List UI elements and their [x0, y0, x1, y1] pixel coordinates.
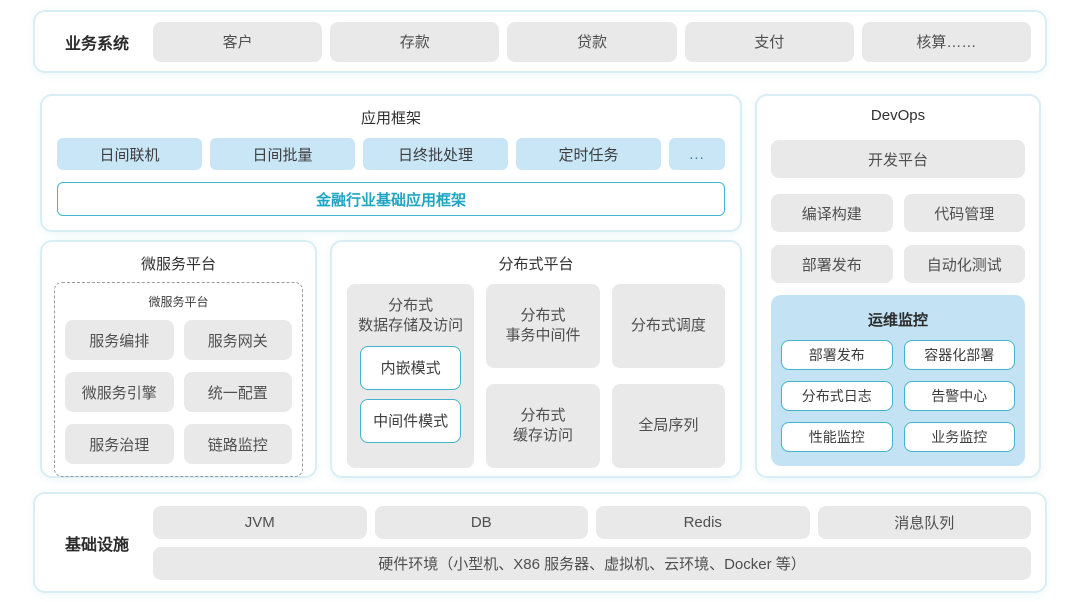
- storage-heading-line2: 数据存储及访问: [358, 317, 464, 335]
- infra-item-jvm: JVM: [153, 505, 367, 539]
- micro-item-unified-config: 统一配置: [183, 372, 292, 412]
- cell-line: 分布式: [520, 406, 566, 424]
- cell-line: 全局序列: [638, 416, 699, 434]
- monitor-item-deploy-release: 部署发布: [781, 340, 893, 370]
- microservice-inner-title: 微服务平台: [148, 295, 209, 309]
- appfw-item-eod-batch: 日终批处理: [363, 138, 508, 170]
- distributed-col-middle: 分布式 事务中间件 分布式 缓存访问: [486, 284, 600, 468]
- appfw-item-more: ...: [669, 138, 725, 170]
- devops-dev-platform: 开发平台: [771, 140, 1025, 178]
- devops-tool-code-mgmt: 代码管理: [903, 194, 1025, 232]
- appfw-item-scheduled-task: 定时任务: [516, 138, 661, 170]
- dist-cell-cache-access: 分布式 缓存访问: [486, 384, 600, 468]
- infrastructure-label: 基础设施: [64, 536, 129, 554]
- business-item-deposit: 存款: [330, 21, 500, 62]
- business-item-customer: 客户: [153, 21, 323, 62]
- monitor-item-performance: 性能监控: [781, 422, 893, 452]
- microservice-panel: 微服务平台 微服务平台 服务编排 服务网关 微服务引擎 统一配置 服务治理 链路…: [40, 240, 317, 478]
- business-item-payment: 支付: [684, 21, 854, 62]
- devops-title: DevOps: [870, 107, 926, 124]
- micro-item-gateway: 服务网关: [183, 320, 292, 360]
- micro-item-orchestration: 服务编排: [65, 320, 174, 360]
- micro-item-engine: 微服务引擎: [65, 372, 174, 412]
- cell-line: 缓存访问: [512, 427, 573, 444]
- ops-monitoring-grid: 部署发布 容器化部署 分布式日志 告警中心 性能监控 业务监控: [781, 340, 1015, 452]
- infra-item-redis: Redis: [596, 505, 810, 539]
- micro-item-trace-monitor: 链路监控: [183, 424, 292, 464]
- microservice-grid: 服务编排 服务网关 微服务引擎 统一配置 服务治理 链路监控: [65, 320, 292, 464]
- ops-monitoring-title: 运维监控: [867, 312, 928, 329]
- dist-cell-global-sequence: 全局序列: [611, 384, 725, 468]
- base-framework-box: 金融行业基础应用框架: [57, 182, 725, 216]
- devops-tool-build: 编译构建: [771, 194, 893, 232]
- micro-item-governance: 服务治理: [65, 424, 174, 464]
- infra-item-message-queue: 消息队列: [817, 505, 1031, 539]
- app-framework-row: 日间联机 日间批量 日终批处理 定时任务 ...: [57, 138, 725, 170]
- distributed-storage-box: 分布式 数据存储及访问 内嵌模式 中间件模式: [347, 284, 475, 468]
- appfw-item-daytime-batch: 日间批量: [210, 138, 355, 170]
- storage-mode-middleware: 中间件模式: [360, 398, 462, 443]
- distributed-content: 分布式 数据存储及访问 内嵌模式 中间件模式 分布式 事务中间件 分布式 缓存访…: [347, 284, 725, 468]
- storage-mode-embedded: 内嵌模式: [360, 345, 462, 390]
- monitor-item-container-deploy: 容器化部署: [903, 340, 1015, 370]
- business-systems-panel: 业务系统 客户 存款 贷款 支付 核算……: [33, 10, 1047, 73]
- infrastructure-content: JVM DB Redis 消息队列 硬件环境（小型机、X86 服务器、虚拟机、云…: [153, 505, 1031, 580]
- monitor-item-distributed-log: 分布式日志: [781, 381, 893, 411]
- infra-item-db: DB: [374, 505, 588, 539]
- infrastructure-panel: 基础设施 JVM DB Redis 消息队列 硬件环境（小型机、X86 服务器、…: [33, 492, 1047, 593]
- cell-line: 分布式: [520, 306, 566, 324]
- infra-hardware-env: 硬件环境（小型机、X86 服务器、虚拟机、云环境、Docker 等）: [153, 546, 1031, 580]
- microservice-inner-box: 微服务平台 服务编排 服务网关 微服务引擎 统一配置 服务治理 链路监控: [54, 282, 303, 477]
- dist-cell-transaction-middleware: 分布式 事务中间件: [486, 284, 600, 368]
- microservice-title: 微服务平台: [140, 256, 216, 273]
- monitor-item-business: 业务监控: [903, 422, 1015, 452]
- business-item-loan: 贷款: [507, 21, 677, 62]
- ops-monitoring-box: 运维监控 部署发布 容器化部署 分布式日志 告警中心 性能监控 业务监控: [771, 295, 1025, 466]
- cell-line: 事务中间件: [505, 327, 581, 344]
- devops-tools-grid: 编译构建 代码管理 部署发布 自动化测试: [771, 194, 1025, 283]
- devops-tool-deploy: 部署发布: [771, 245, 893, 283]
- distributed-storage-heading: 分布式 数据存储及访问: [354, 296, 467, 337]
- cell-line: 分布式调度: [630, 316, 706, 334]
- business-systems-label: 业务系统: [64, 35, 129, 53]
- business-item-accounting: 核算……: [861, 21, 1032, 62]
- base-framework-label: 金融行业基础应用框架: [315, 191, 466, 209]
- dist-cell-scheduling: 分布式调度: [611, 284, 725, 368]
- storage-heading-line1: 分布式: [388, 297, 434, 314]
- app-framework-title: 应用框架: [360, 110, 421, 127]
- distributed-title: 分布式平台: [498, 256, 574, 273]
- monitor-item-alert-center: 告警中心: [903, 381, 1015, 411]
- appfw-item-daytime-online: 日间联机: [57, 138, 202, 170]
- distributed-panel: 分布式平台 分布式 数据存储及访问 内嵌模式 中间件模式 分布式 事务中间件 分…: [330, 240, 742, 478]
- devops-panel: DevOps 开发平台 编译构建 代码管理 部署发布 自动化测试 运维监控 部署…: [755, 94, 1041, 478]
- distributed-col-right: 分布式调度 全局序列: [611, 284, 725, 468]
- infrastructure-row: JVM DB Redis 消息队列: [153, 505, 1031, 539]
- app-framework-panel: 应用框架 日间联机 日间批量 日终批处理 定时任务 ... 金融行业基础应用框架: [40, 94, 742, 232]
- devops-tool-auto-test: 自动化测试: [903, 245, 1025, 283]
